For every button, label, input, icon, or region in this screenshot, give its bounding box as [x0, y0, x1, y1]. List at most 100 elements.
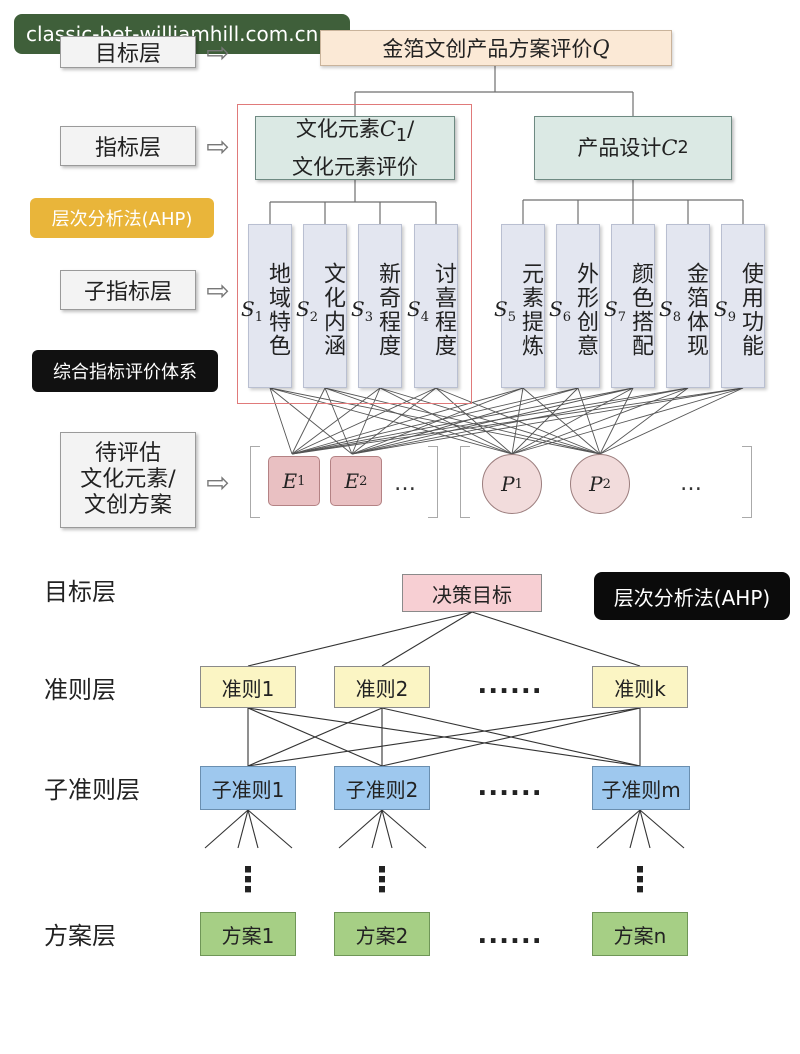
sub-indicator-text: 文化内涵: [320, 262, 345, 358]
ahp-badge: 层次分析法(AHP): [30, 198, 214, 238]
arrow-right-icon: ⇨: [206, 273, 230, 307]
sub-indicator-code: S7: [604, 295, 626, 332]
sub-indicator-text: 讨喜程度: [431, 262, 456, 358]
indicator-c1-line2: 文化元素评价: [292, 154, 418, 179]
plan-box-1: 方案1: [200, 912, 296, 956]
evaluation-system-badge: 综合指标评价体系: [32, 350, 218, 392]
bracket-left-e: [250, 446, 260, 518]
sub-index: 8: [672, 309, 681, 325]
e1-symbol: E: [282, 469, 298, 493]
layer-label-evaluate: 待评估 文化元素/ 文创方案: [60, 432, 196, 528]
sub-indicator-text: 元素提炼: [518, 262, 543, 358]
sub-symbol: S: [241, 296, 255, 321]
sub-symbol: S: [296, 296, 310, 321]
vertical-dots-2: ⋮: [365, 860, 399, 900]
sub-index: 4: [420, 309, 429, 325]
sub-symbol: S: [659, 296, 673, 321]
e2-sub: 2: [359, 473, 368, 489]
criteria-dots: ......: [477, 670, 543, 700]
sub-criteria-box-1: 子准则1: [200, 766, 296, 810]
evaluate-line-2: 文化元素/: [80, 467, 176, 492]
sub-indicator-text: 地域特色: [265, 262, 290, 358]
evaluate-line-1: 待评估: [94, 441, 161, 466]
sub-index: 5: [507, 309, 516, 325]
p2-sub: 2: [602, 476, 611, 492]
p-ellipsis: …: [680, 470, 704, 496]
indicator-c1-line1: 文化元素C1/: [296, 114, 414, 151]
sub-indicator-code: S1: [241, 295, 263, 332]
layer-label-goal: 目标层: [60, 36, 196, 68]
c1-label: 文化元素: [295, 117, 380, 142]
bracket-left-p: [460, 446, 470, 518]
sub-indicator-text: 金箔体现: [683, 262, 708, 358]
c1-sub: 1: [395, 126, 408, 147]
sub-indicator-code: S3: [351, 295, 373, 332]
sub-indicator-code: S6: [549, 295, 571, 332]
sub-symbol: S: [604, 296, 618, 321]
sub-symbol: S: [351, 296, 365, 321]
level-label-goal: 目标层: [44, 578, 116, 606]
layer-label-indicator: 指标层: [60, 126, 196, 166]
p2-symbol: P: [589, 472, 603, 496]
cultural-element-frame: [237, 104, 472, 404]
c2-sub: 2: [677, 138, 689, 158]
sub-index: 7: [617, 309, 626, 325]
sub-indicator-text: 新奇程度: [375, 262, 400, 358]
sub-symbol: S: [549, 296, 563, 321]
sub-index: 2: [309, 309, 318, 325]
c2-label: 产品设计: [577, 136, 662, 160]
sub-symbol: S: [494, 296, 508, 321]
sub-criteria-box-2: 子准则2: [334, 766, 430, 810]
sub-indicator-code: S4: [407, 295, 429, 332]
decision-goal-box: 决策目标: [402, 574, 542, 612]
criteria-box-1: 准则1: [200, 666, 296, 708]
c1-symbol: C: [379, 117, 396, 142]
evaluate-line-3: 文创方案: [83, 493, 172, 518]
level-label-sub-criteria: 子准则层: [44, 776, 140, 804]
goal-box-label: 金箔文创产品方案评价: [382, 37, 593, 61]
bracket-right-e: [428, 446, 438, 518]
sub-symbol: S: [714, 296, 728, 321]
level-label-plan: 方案层: [44, 922, 116, 950]
sub-indicator-text: 颜色搭配: [628, 262, 653, 358]
sub-criteria-dots: ......: [477, 772, 543, 802]
vertical-dots-1: ⋮: [231, 860, 265, 900]
indicator-c1: 文化元素C1/ 文化元素评价: [255, 116, 455, 180]
sub-indicator-code: S5: [494, 295, 516, 332]
sub-indicator-text: 使用功能: [738, 262, 763, 358]
sub-indicator-text: 外形创意: [573, 262, 598, 358]
e-ellipsis: …: [394, 470, 418, 496]
criteria-box-2: 准则2: [334, 666, 430, 708]
plan-box-2: 方案2: [334, 912, 430, 956]
p1-sub: 1: [514, 476, 523, 492]
plan-box-n: 方案n: [592, 912, 688, 956]
criteria-box-k: 准则k: [592, 666, 688, 708]
sub-indicator-code: S8: [659, 295, 681, 332]
sub-indicator-code: S9: [714, 295, 736, 332]
sub-index: 9: [727, 309, 736, 325]
sub-criteria-box-m: 子准则m: [592, 766, 690, 810]
sub-indicator-code: S2: [296, 295, 318, 332]
vertical-dots-3: ⋮: [623, 860, 657, 900]
sub-index: 1: [254, 309, 263, 325]
e2-symbol: E: [344, 469, 360, 493]
goal-symbol: Q: [592, 36, 610, 60]
e1-sub: 1: [297, 473, 306, 489]
sub-symbol: S: [407, 296, 421, 321]
sub-index: 3: [364, 309, 373, 325]
ahp-badge-bottom: 层次分析法(AHP): [594, 572, 790, 620]
p1-symbol: P: [501, 472, 515, 496]
plan-dots: ......: [477, 920, 543, 950]
